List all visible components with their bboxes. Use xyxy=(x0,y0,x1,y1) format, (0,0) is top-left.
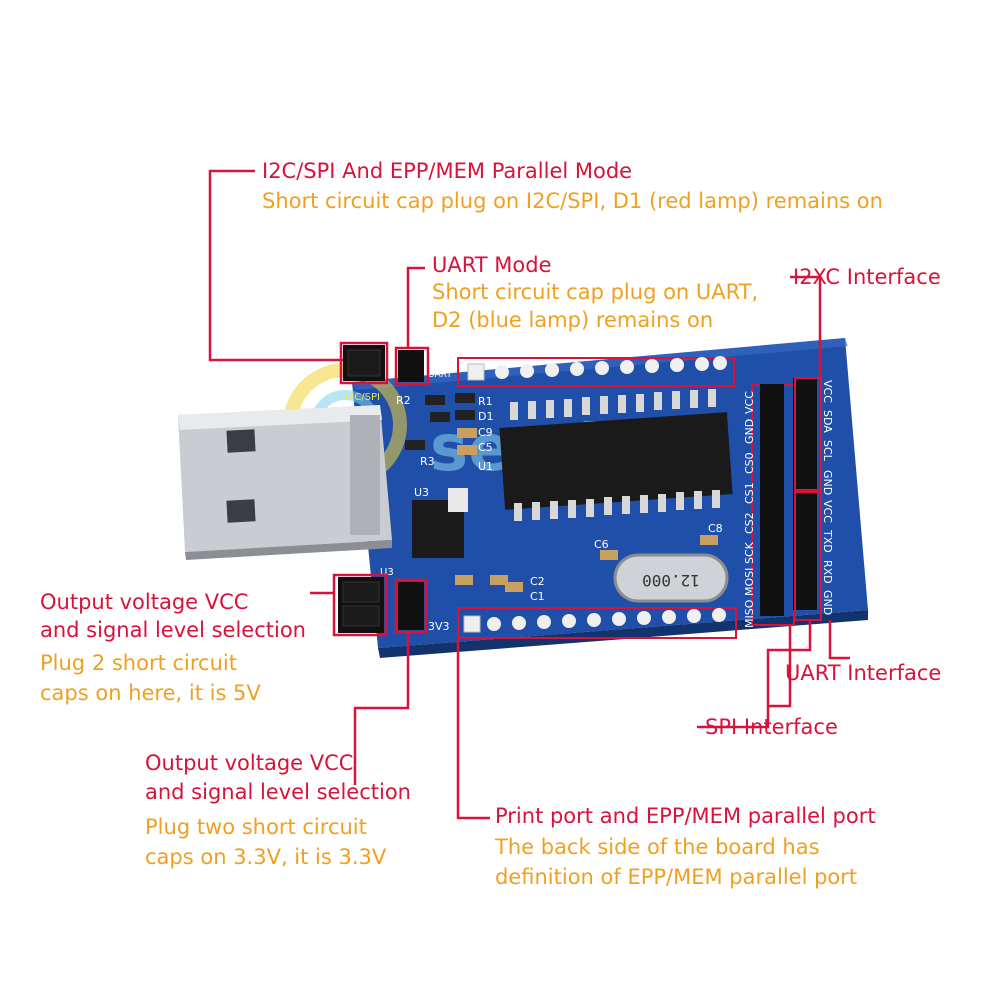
smd-components xyxy=(405,393,718,592)
callout-vcc5-title-1: Output voltage VCC xyxy=(40,590,249,614)
callout-uart-desc-2: D2 (blue lamp) remains on xyxy=(432,308,714,332)
silk-u1: U1 xyxy=(478,460,493,473)
pin-label: VCC xyxy=(743,391,756,414)
silk-d1: D1 xyxy=(478,410,493,423)
pin-label: SCL xyxy=(821,440,834,462)
callout-vcc33-title-2: and signal level selection xyxy=(145,780,411,804)
mode-jumper-uart xyxy=(398,350,424,382)
silk-c9: C9 xyxy=(478,426,493,439)
callout-spi-interface-title: SPI Interface xyxy=(705,715,838,739)
callout-i2c-spi-desc: Short circuit cap plug on I2C/SPI, D1 (r… xyxy=(262,189,883,213)
pin-label: MISO xyxy=(743,599,756,628)
callout-vcc5-title-2: and signal level selection xyxy=(40,618,306,642)
callout-uart-title: UART Mode xyxy=(432,253,552,277)
header-pin-labels: MISO MOSI SCK CS2 CS1 CS0 GND VCC GND RX… xyxy=(743,380,834,628)
pin-label: GND xyxy=(743,419,756,444)
callout-vcc5-desc-2: caps on here, it is 5V xyxy=(40,681,261,705)
silk-uart: UART xyxy=(428,370,452,380)
pin-label: CS2 xyxy=(743,512,756,534)
silk-r2: R2 xyxy=(396,394,411,407)
voltage-regulator xyxy=(412,488,468,558)
callout-i2xc-title: I2XC Interface xyxy=(793,265,941,289)
pin-label: RXD xyxy=(821,560,834,584)
pin-label: CS0 xyxy=(743,452,756,474)
pin-label: VCC xyxy=(821,380,834,403)
callout-parallel-desc-2: definition of EPP/MEM parallel port xyxy=(495,865,858,889)
silk-c5: C5 xyxy=(478,441,493,454)
crystal-label: 12.000 xyxy=(642,571,700,590)
pin-label: SDA xyxy=(821,410,834,433)
callout-vcc33-title-1: Output voltage VCC xyxy=(145,751,354,775)
silk-u3: U3 xyxy=(414,486,429,499)
usb-a-connector xyxy=(178,405,392,560)
callout-uart-desc-1: Short circuit cap plug on UART, xyxy=(432,280,759,304)
pin-label: MOSI xyxy=(743,568,756,596)
pin-label: TXD xyxy=(821,529,834,553)
pin-label: GND xyxy=(821,470,834,495)
right-pin-headers xyxy=(751,377,822,626)
callout-parallel-title: Print port and EPP/MEM parallel port xyxy=(495,804,876,828)
bottom-header-pads xyxy=(457,607,737,639)
mode-jumper-i2c-spi xyxy=(343,345,385,381)
silk-c2: C2 xyxy=(530,575,545,588)
ch341a-chip xyxy=(499,389,733,521)
silk-u3-b: U3 xyxy=(380,567,394,578)
pin-label: GND xyxy=(821,590,834,615)
silkscreen: I2C/SPI UART R2 R1 D1 C9 C5 R3 U1 U3 U3 … xyxy=(345,370,723,633)
silk-c1: C1 xyxy=(530,590,545,603)
silk-c6: C6 xyxy=(594,538,609,551)
vcc-jumper-5v xyxy=(338,577,384,633)
pin-label: CS1 xyxy=(743,482,756,504)
top-header-pads xyxy=(457,356,735,387)
pin-label: SCK xyxy=(743,541,756,564)
callout-i2c-spi-title: I2C/SPI And EPP/MEM Parallel Mode xyxy=(262,159,633,183)
silk-r3: R3 xyxy=(420,455,435,468)
crystal-oscillator: 12.000 xyxy=(613,553,729,603)
silk-3v3: 3V3 xyxy=(428,620,450,633)
vcc-jumper-3v3 xyxy=(398,582,424,630)
callout-parallel-desc-1: The back side of the board has xyxy=(495,835,820,859)
silk-r1: R1 xyxy=(478,395,493,408)
callout-uart-interface-title: UART Interface xyxy=(785,661,942,685)
silk-i2c-spi: I2C/SPI xyxy=(345,392,380,403)
pin-label: VCC xyxy=(821,500,834,523)
callout-lines xyxy=(208,169,850,820)
callout-vcc5-desc-1: Plug 2 short circuit xyxy=(40,651,237,675)
callout-vcc33-desc-1: Plug two short circuit xyxy=(145,815,367,839)
callout-vcc33-desc-2: caps on 3.3V, it is 3.3V xyxy=(145,845,387,869)
silk-c8: C8 xyxy=(708,522,723,535)
